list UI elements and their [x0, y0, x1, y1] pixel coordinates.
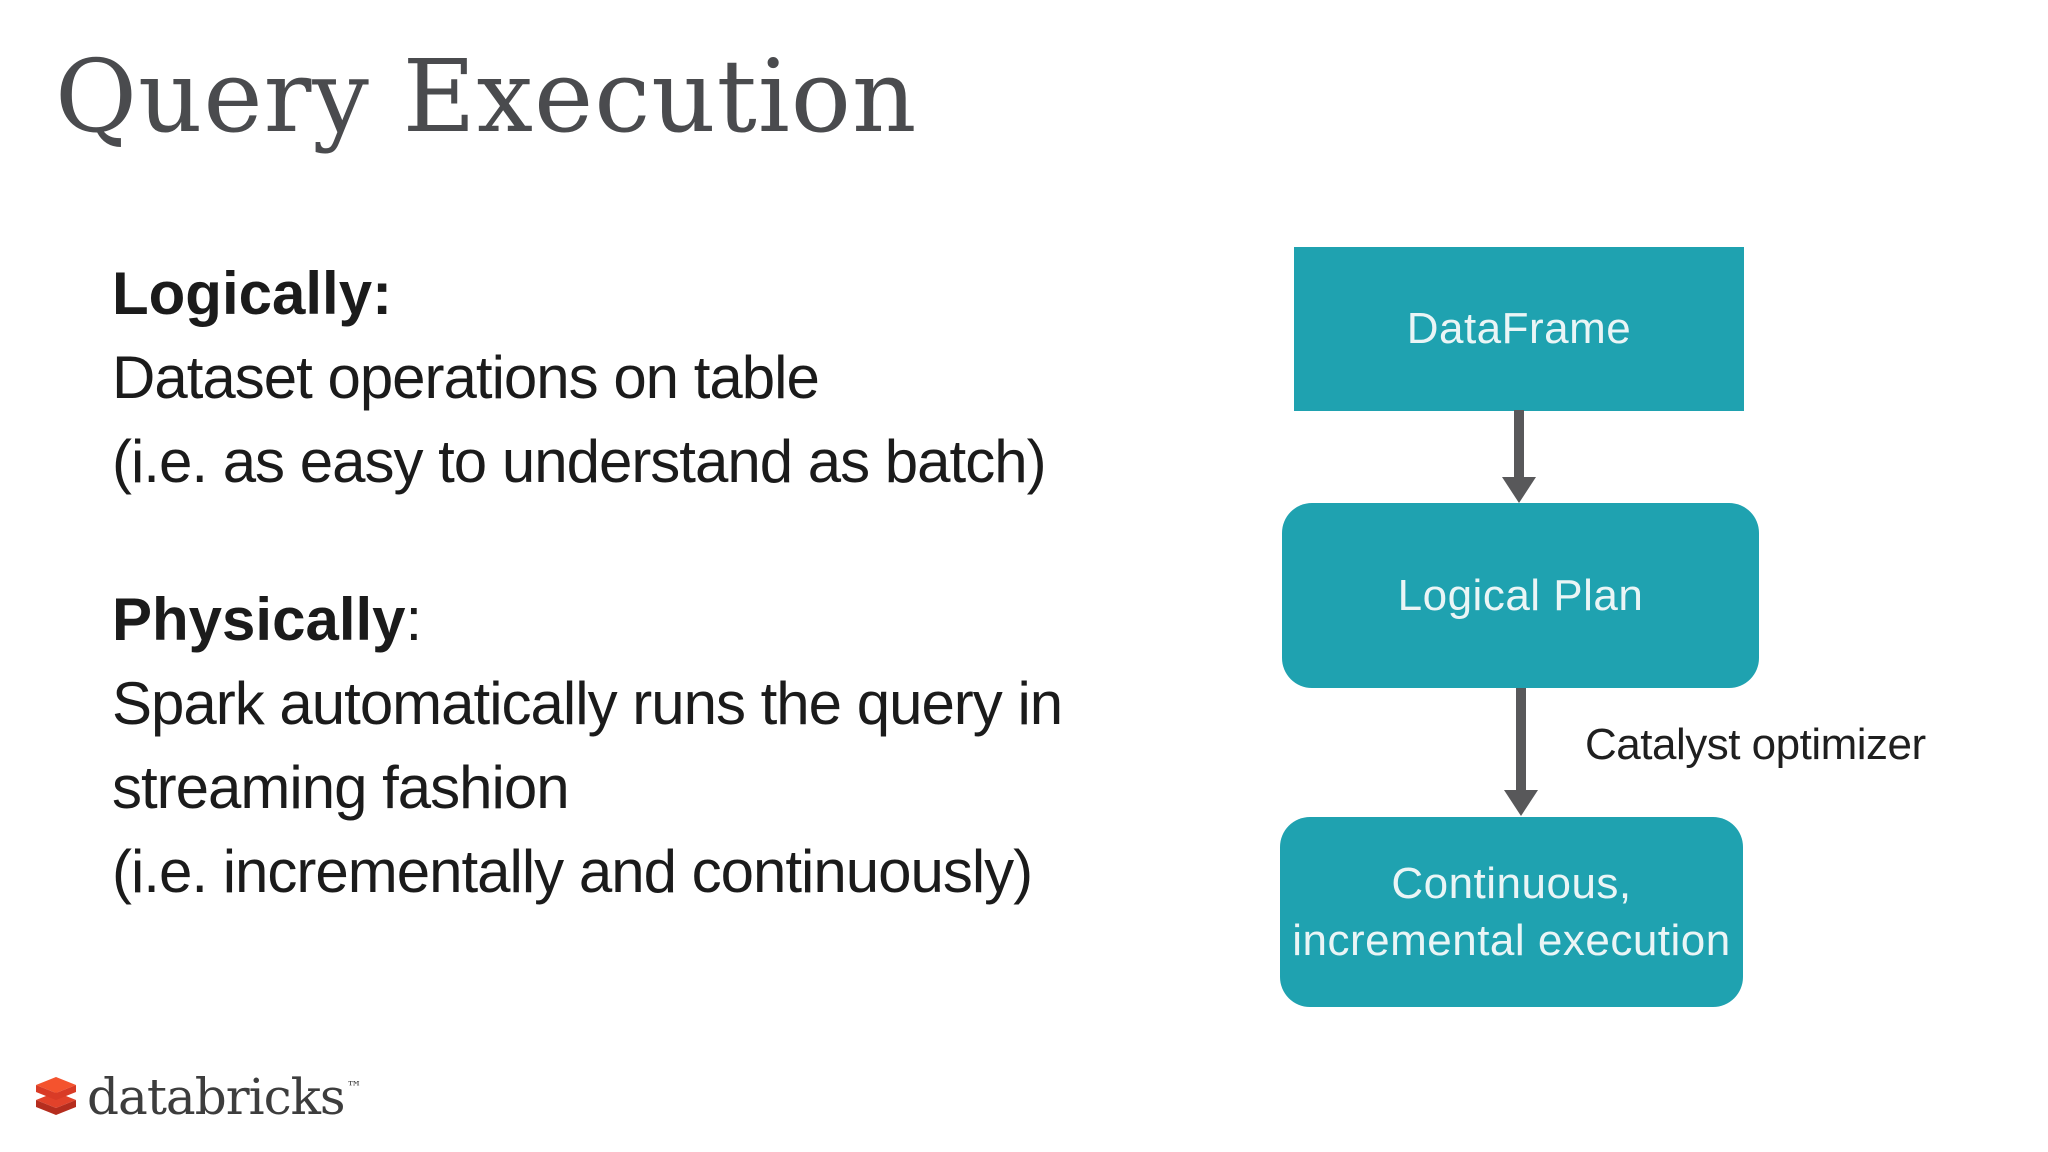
- databricks-bricks-icon: [36, 1077, 76, 1115]
- physically-line-1: Spark automatically runs the query in: [112, 670, 1063, 737]
- logically-line-2: (i.e. as easy to understand as batch): [112, 428, 1047, 495]
- node-logical-plan: Logical Plan: [1282, 503, 1759, 688]
- node-dataframe: DataFrame: [1294, 247, 1744, 411]
- physically-line-3: (i.e. incrementally and continuously): [112, 838, 1033, 905]
- arrow-shaft: [1516, 688, 1526, 790]
- logically-line-1: Dataset operations on table: [112, 344, 820, 411]
- body-text: Logically: Dataset operations on table (…: [112, 252, 1063, 914]
- arrow-label-catalyst-optimizer: Catalyst optimizer: [1585, 720, 1926, 769]
- arrow-down-icon: [1502, 410, 1536, 503]
- databricks-wordmark: databricks: [87, 1068, 346, 1126]
- arrow-shaft: [1514, 410, 1524, 477]
- physically-heading-colon: :: [405, 586, 423, 653]
- arrow-down-icon: [1504, 688, 1538, 816]
- arrow-head: [1504, 790, 1538, 816]
- databricks-logo: databricks ™: [33, 1068, 362, 1126]
- paragraph-physically: Physically: Spark automatically runs the…: [112, 578, 1063, 914]
- logically-heading: Logically:: [112, 260, 393, 327]
- physically-line-2: streaming fashion: [112, 754, 570, 821]
- physically-heading: Physically: [112, 586, 406, 653]
- node-continuous-incremental-execution: Continuous, incremental execution: [1280, 817, 1743, 1007]
- trademark-symbol: ™: [346, 1078, 362, 1096]
- arrow-head: [1502, 477, 1536, 503]
- page-title: Query Execution: [55, 38, 918, 155]
- paragraph-logically: Logically: Dataset operations on table (…: [112, 252, 1062, 504]
